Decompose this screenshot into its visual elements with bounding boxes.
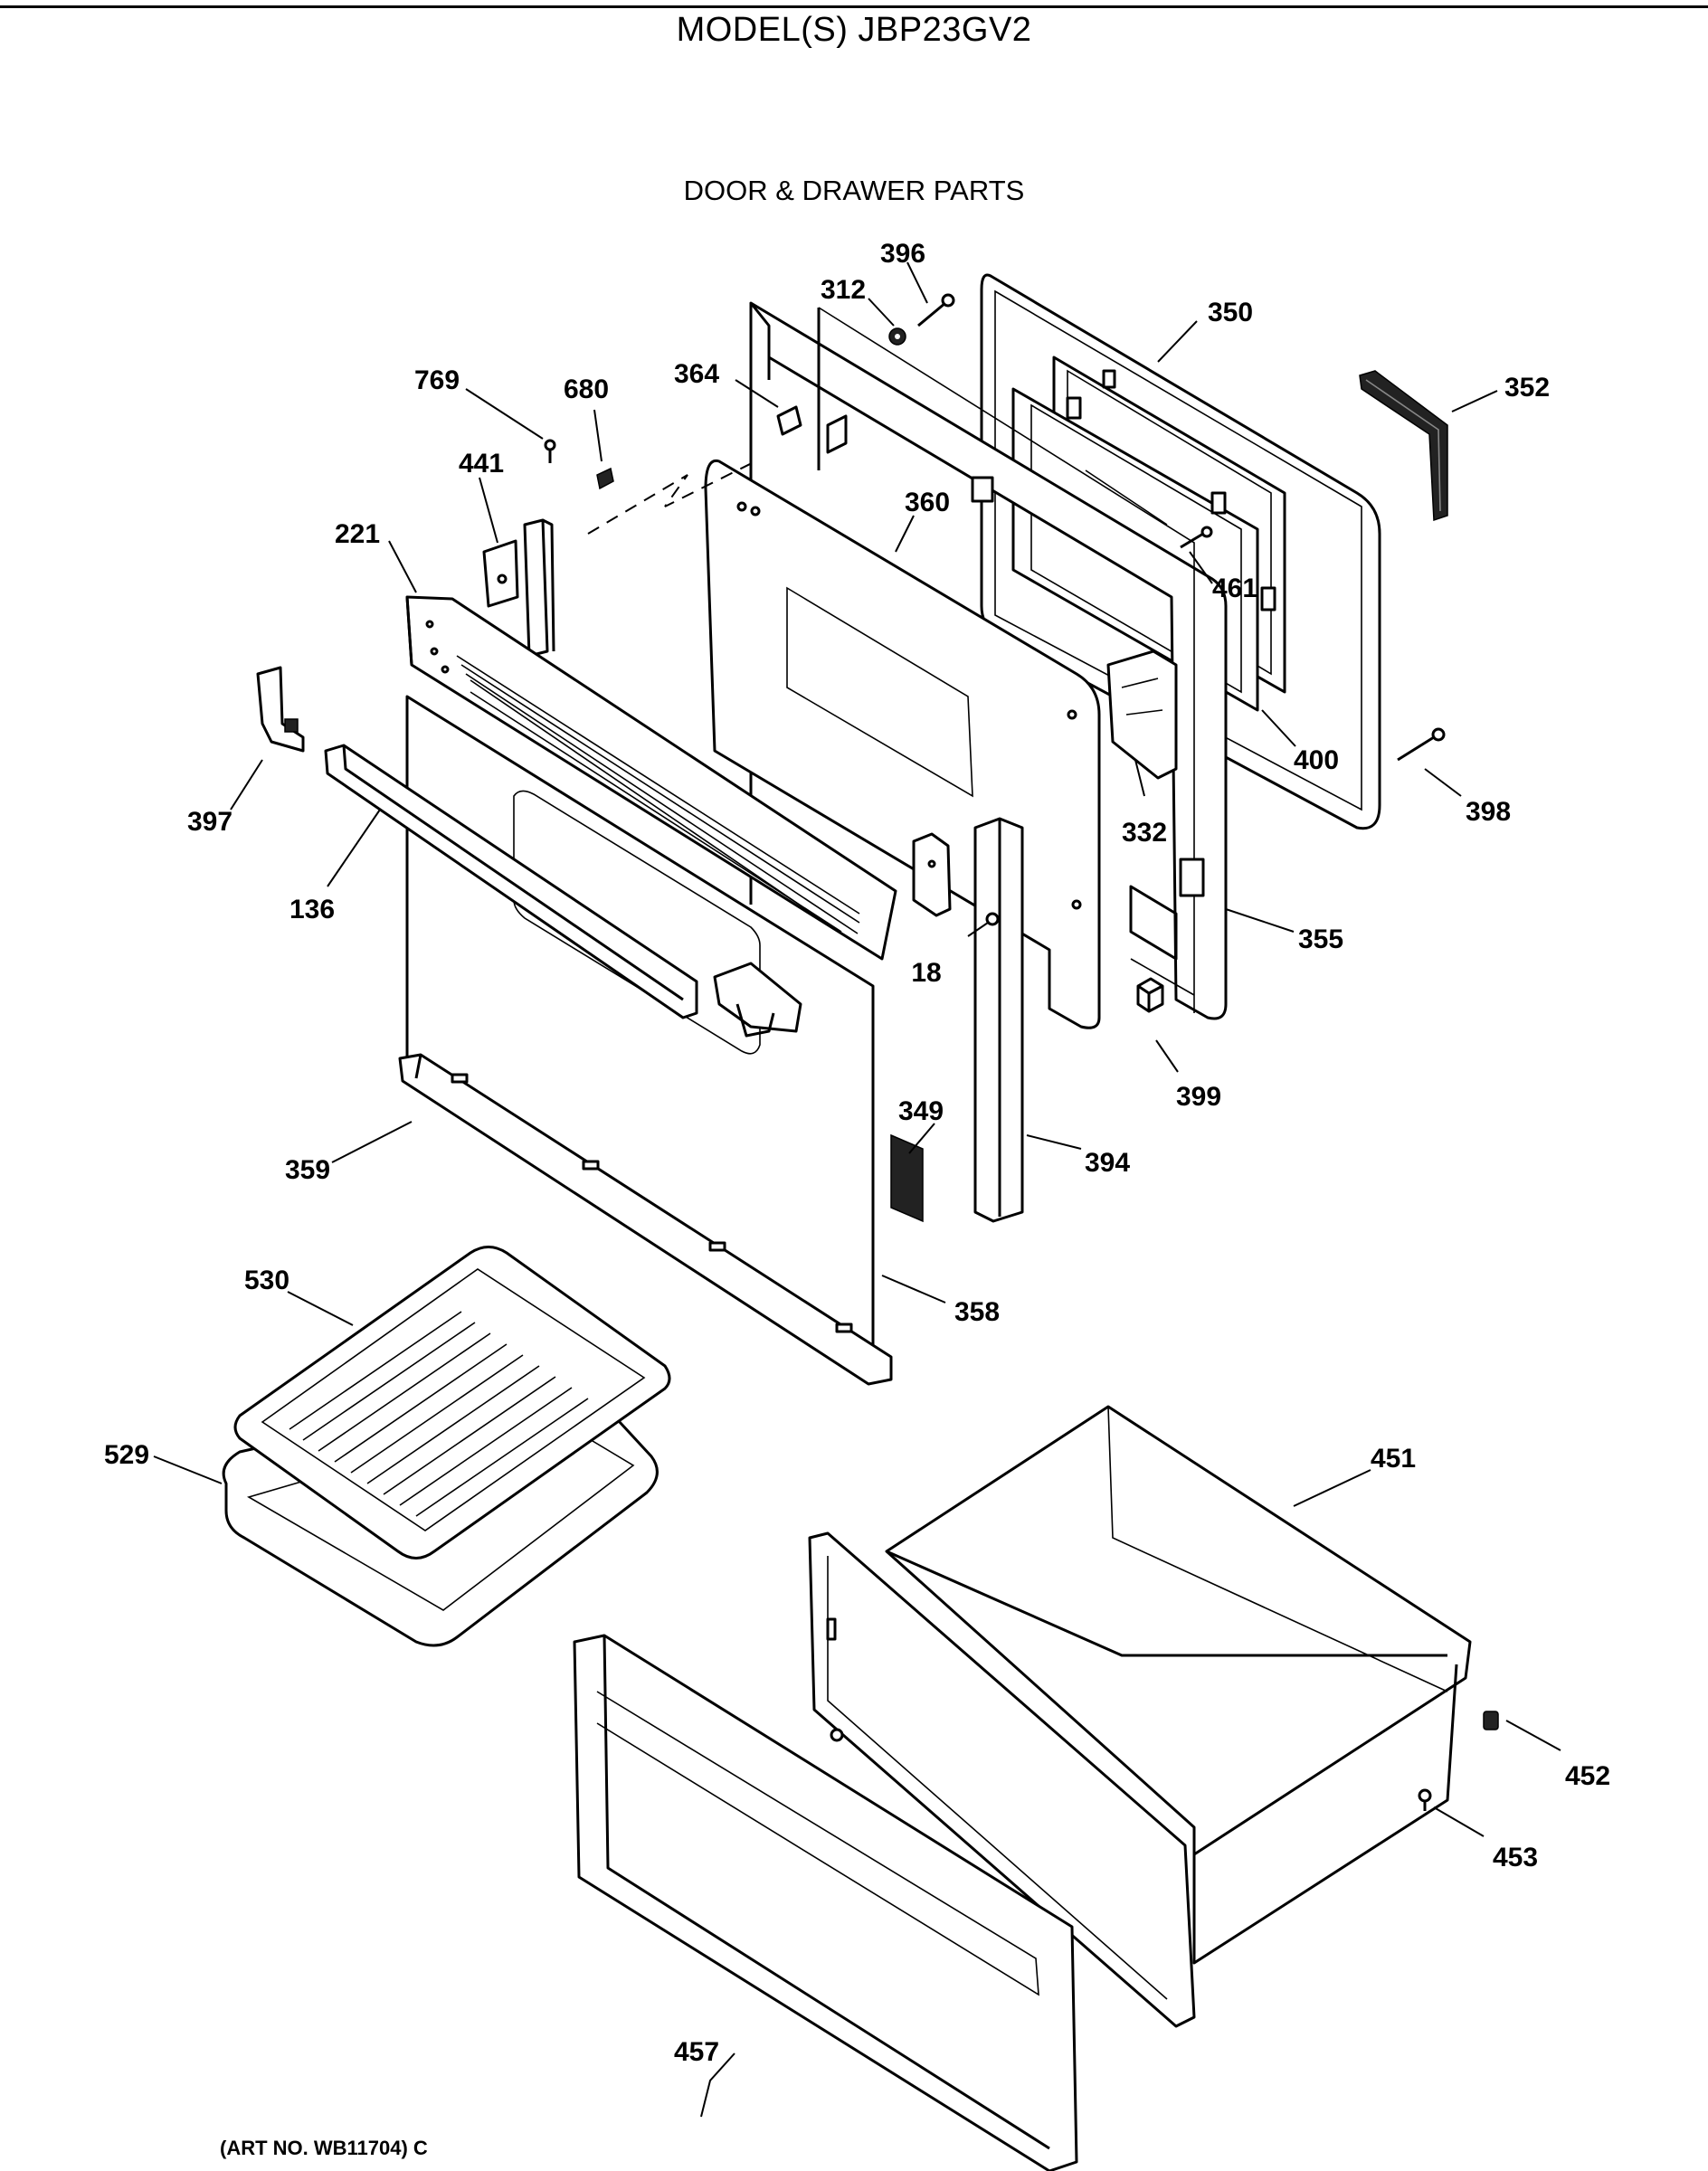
label-398: 398 <box>1466 797 1511 827</box>
label-360: 360 <box>905 488 950 517</box>
part-530-broiler-grid[interactable] <box>233 1246 671 1560</box>
part-451-drawer-box[interactable] <box>885 1405 1472 2005</box>
label-457: 457 <box>674 2037 719 2067</box>
label-312: 312 <box>821 275 866 305</box>
part-680-clip[interactable] <box>596 467 614 490</box>
label-18: 18 <box>911 958 941 988</box>
label-441: 441 <box>459 449 504 479</box>
label-349: 349 <box>898 1096 944 1126</box>
top-rule <box>0 5 1708 8</box>
label-352: 352 <box>1504 373 1550 403</box>
part-349-insulation-pad[interactable] <box>890 1133 924 1223</box>
label-461: 461 <box>1212 574 1257 603</box>
label-221: 221 <box>335 519 380 549</box>
part-312-nut[interactable] <box>888 327 906 346</box>
part-441-hinge-bracket[interactable] <box>482 518 555 658</box>
part-452-roller[interactable] <box>1483 1711 1499 1730</box>
part-461-screw[interactable] <box>1180 526 1213 549</box>
label-396: 396 <box>880 239 925 269</box>
part-396-screw[interactable] <box>917 293 955 327</box>
door-latch <box>713 962 802 1038</box>
part-332-insulation[interactable] <box>1106 649 1178 780</box>
section-subtitle: DOOR & DRAWER PARTS <box>683 175 1025 206</box>
label-530: 530 <box>244 1266 289 1295</box>
label-453: 453 <box>1493 1843 1538 1872</box>
part-394-side-channel[interactable] <box>912 817 1024 1223</box>
part-352-gasket[interactable] <box>1359 370 1448 522</box>
label-350: 350 <box>1208 298 1253 327</box>
part-136-door-handle[interactable] <box>324 744 698 1019</box>
label-355: 355 <box>1298 924 1343 954</box>
part-769-screw[interactable] <box>544 439 556 463</box>
label-680: 680 <box>564 374 609 404</box>
label-359: 359 <box>285 1155 330 1185</box>
part-359-door-bottom-trim[interactable] <box>398 1053 893 1386</box>
part-398-screw[interactable] <box>1397 727 1446 762</box>
art-number: (ART NO. WB11704) C <box>220 2137 428 2159</box>
label-364: 364 <box>674 359 719 389</box>
label-400: 400 <box>1294 745 1339 775</box>
label-529: 529 <box>104 1440 149 1470</box>
label-397: 397 <box>187 807 232 837</box>
label-769: 769 <box>414 365 460 395</box>
leader-lines <box>153 261 1561 2118</box>
drawer-front-inner-panel <box>808 1531 1196 2028</box>
label-394: 394 <box>1085 1148 1130 1178</box>
label-358: 358 <box>954 1297 1000 1327</box>
label-399: 399 <box>1176 1082 1221 1112</box>
label-332: 332 <box>1122 818 1167 848</box>
label-452: 452 <box>1565 1761 1610 1791</box>
part-355-inner-door-frame[interactable] <box>749 301 1228 1020</box>
page-title: MODEL(S) JBP23GV2 <box>676 11 1032 49</box>
label-136: 136 <box>289 895 335 924</box>
part-labels: 396 312 350 352 769 680 364 441 360 221 … <box>104 239 1610 2067</box>
part-453-screw[interactable] <box>1418 1788 1432 1811</box>
part-399-bumper[interactable] <box>1136 977 1164 1013</box>
part-221-vent-trim[interactable] <box>405 595 897 961</box>
part-364-spacer[interactable] <box>776 405 848 454</box>
part-457-drawer-front[interactable] <box>573 1634 1078 2171</box>
label-451: 451 <box>1371 1444 1416 1474</box>
part-397-switch[interactable] <box>256 666 305 753</box>
